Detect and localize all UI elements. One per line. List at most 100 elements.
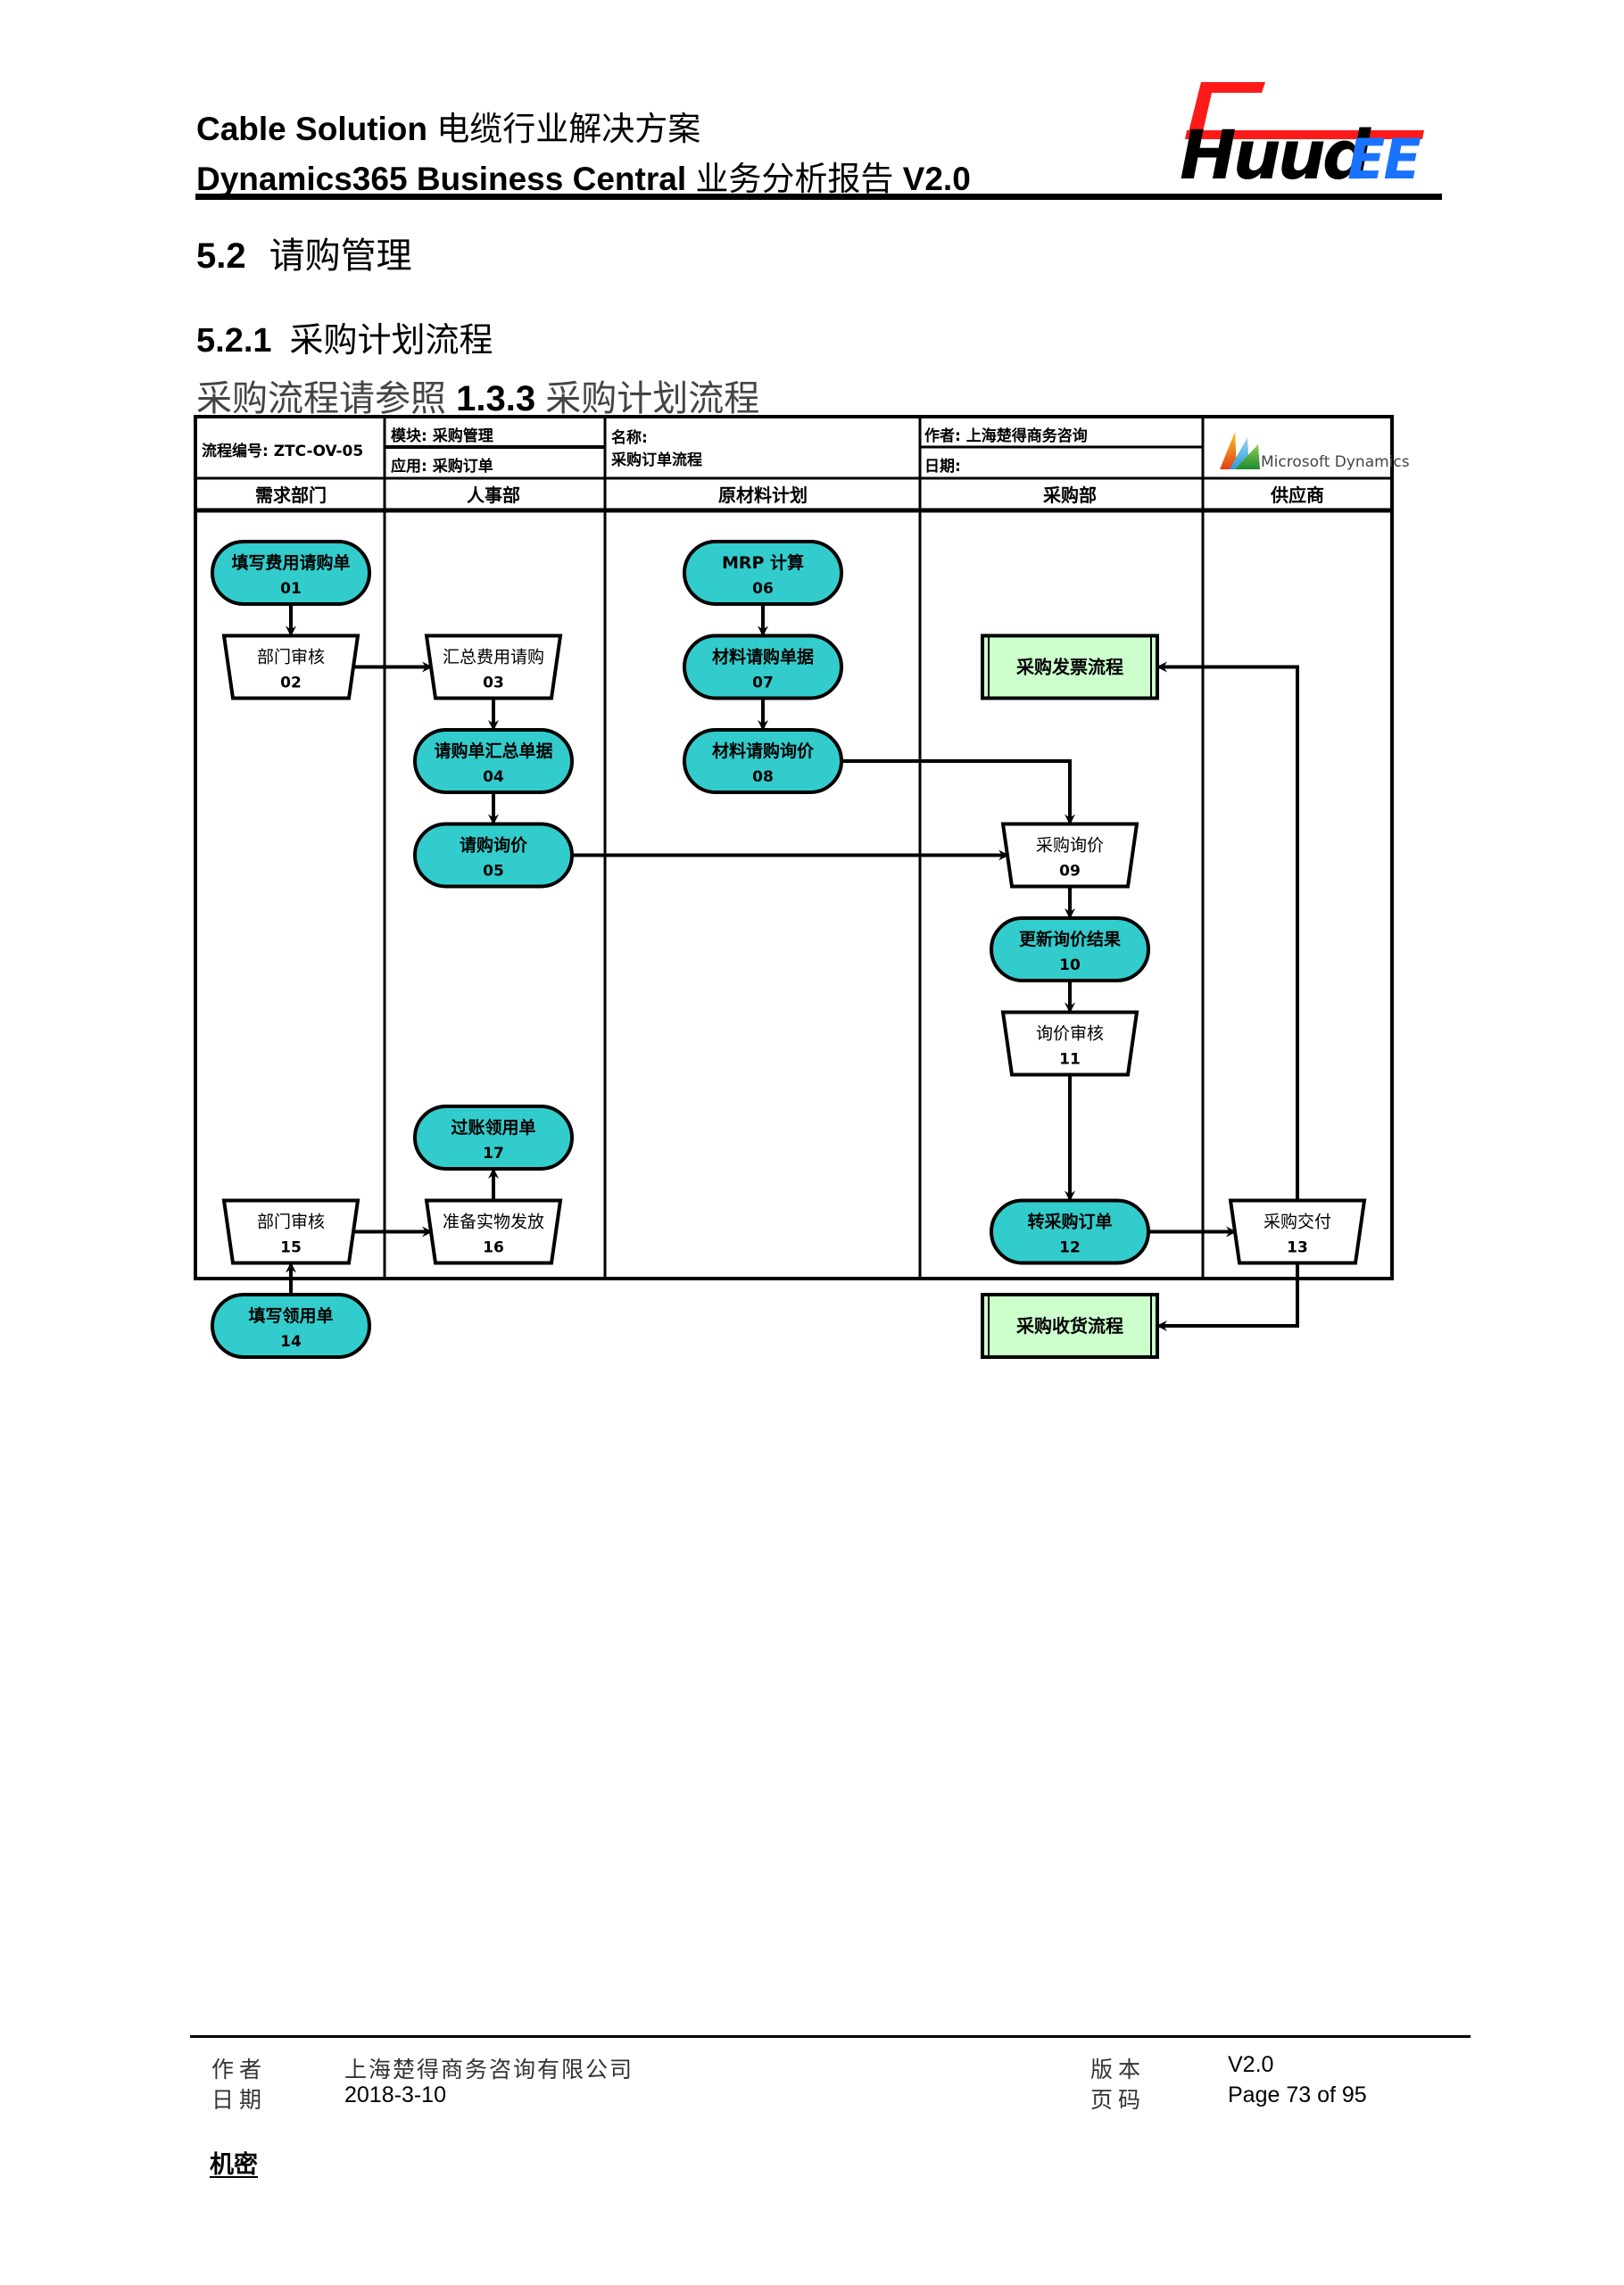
lane-header: 需求部门	[255, 484, 327, 506]
node-label: MRP 计算	[722, 552, 804, 573]
activity-node[interactable]: 转采购订单 12	[990, 1198, 1150, 1265]
node-number: 03	[483, 675, 504, 692]
flow-arrow-13-RCV	[1156, 1263, 1299, 1331]
approval-node[interactable]: 采购交付 13	[1228, 1198, 1367, 1265]
module-label: 模块: 采购管理	[391, 426, 493, 445]
footer-date-value: 2018-3-10	[344, 2082, 446, 2107]
node-label: 材料请购单据	[712, 647, 814, 667]
activity-shape	[413, 728, 574, 794]
activity-shape	[683, 728, 843, 794]
reference-note: 采购流程请参照 1.3.3 采购计划流程	[196, 369, 759, 421]
microsoft-dynamics-text: Microsoft Dynamics	[1261, 453, 1410, 471]
flow-arrow-13-INV	[1156, 661, 1299, 1201]
activity-node[interactable]: 更新询价结果 10	[990, 916, 1150, 982]
lane-header: 人事部	[467, 484, 520, 506]
footer-author-value: 上海楚得商务咨询有限公司	[344, 2057, 634, 2082]
node-number: 07	[752, 675, 774, 692]
node-number: 08	[752, 768, 774, 786]
node-label: 请购单汇总单据	[434, 741, 552, 761]
flowchart-frame	[194, 415, 1394, 1280]
author-label: 作者: 上海楚得商务咨询	[924, 426, 1088, 445]
activity-shape	[683, 540, 843, 606]
manual-operation-shape	[424, 633, 563, 700]
logo-red-mark	[1185, 82, 1424, 139]
footer-version-value: V2.0	[1228, 2052, 1274, 2077]
swimlane-flowchart: 流程编号: ZTC-OV-05 模块: 采购管理 应用: 采购订单 名称: 采购…	[194, 415, 1410, 1359]
node-number: 12	[1059, 1239, 1081, 1257]
note-suffix: 采购计划流程	[545, 379, 760, 418]
note-reference-link[interactable]: 1.3.3	[456, 379, 536, 418]
logo-text-accent: EE	[1347, 127, 1421, 192]
note-prefix: 采购流程请参照	[196, 379, 446, 418]
activity-shape	[990, 1198, 1150, 1265]
node-number: 11	[1059, 1051, 1081, 1069]
name-label: 名称:	[611, 428, 648, 447]
manual-operation-shape	[221, 633, 360, 700]
node-label: 部门审核	[257, 648, 325, 667]
node-label: 更新询价结果	[1019, 929, 1121, 949]
node-label: 采购交付	[1264, 1213, 1331, 1232]
header-version: V2.0	[902, 161, 971, 197]
activity-node[interactable]: 过账领用单 17	[413, 1105, 574, 1171]
node-label: 采购收货流程	[1016, 1315, 1123, 1337]
section-number: 5.2	[196, 236, 246, 276]
activity-node[interactable]: 材料请购单据 07	[683, 633, 843, 700]
lane-header: 采购部	[1043, 484, 1097, 506]
application-label: 应用: 采购订单	[391, 457, 493, 476]
logo-text-main: Huud	[1180, 115, 1372, 195]
node-number: 02	[280, 675, 302, 692]
header-title-cjk: 电缆行业解决方案	[436, 110, 701, 148]
node-label: 填写领用单	[248, 1305, 333, 1326]
node-number: 13	[1287, 1239, 1308, 1257]
node-label: 询价审核	[1036, 1024, 1104, 1044]
subsection-title: 采购计划流程	[289, 322, 493, 360]
activity-shape	[683, 633, 843, 700]
node-number: 17	[483, 1145, 504, 1163]
header-subtitle-cjk: 业务分析报告	[695, 160, 894, 198]
manual-operation-shape	[1228, 1198, 1367, 1265]
activity-shape	[211, 540, 371, 606]
node-number: 10	[1059, 956, 1081, 974]
node-label: 过账领用单	[451, 1117, 535, 1138]
document-header-title: Cable Solution 电缆行业解决方案	[196, 102, 700, 150]
approval-node[interactable]: 询价审核 11	[1000, 1010, 1139, 1077]
manual-operation-shape	[1000, 822, 1139, 889]
footer-page-value: Page 73 of 95	[1228, 2082, 1367, 2107]
process-number: 流程编号: ZTC-OV-05	[202, 442, 363, 460]
manual-operation-shape	[221, 1198, 360, 1265]
approval-node[interactable]: 汇总费用请购 03	[424, 633, 563, 700]
manual-operation-shape	[424, 1198, 563, 1265]
name-value: 采购订单流程	[610, 451, 702, 469]
activity-shape	[990, 916, 1150, 982]
footer-version-label: 版本	[1090, 2057, 1147, 2082]
section-title: 请购管理	[269, 236, 412, 276]
node-number: 05	[483, 863, 504, 881]
subprocess-node[interactable]: 采购发票流程	[981, 633, 1159, 700]
subprocess-node[interactable]: 采购收货流程	[981, 1293, 1159, 1359]
predefined-process-shape	[981, 633, 1159, 700]
activity-shape	[413, 1105, 574, 1171]
node-label: 转采购订单	[1027, 1212, 1112, 1232]
node-number: 09	[1059, 863, 1081, 881]
footer-date-label: 日期	[211, 2088, 268, 2113]
confidential-mark: 机密	[210, 2151, 258, 2178]
node-label: 汇总费用请购	[443, 648, 544, 667]
node-label: 部门审核	[257, 1213, 325, 1232]
footer-page-label: 页码	[1090, 2088, 1147, 2113]
approval-node[interactable]: 部门审核 02	[221, 633, 360, 700]
lane-header: 供应商	[1270, 484, 1324, 506]
document-header-subtitle: Dynamics365 Business Central 业务分析报告 V2.0	[196, 152, 971, 200]
footer-divider	[190, 2035, 1471, 2038]
activity-shape	[413, 822, 574, 889]
manual-operation-shape	[1000, 1010, 1139, 1077]
